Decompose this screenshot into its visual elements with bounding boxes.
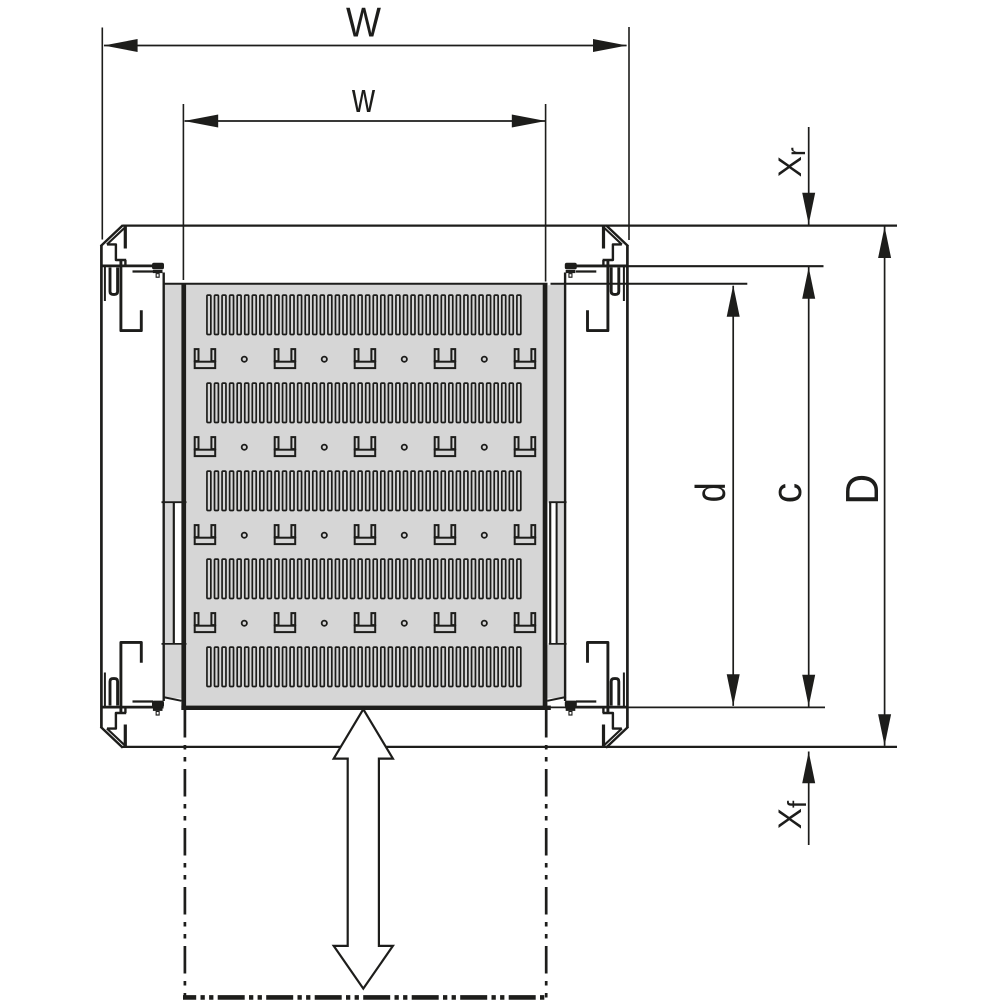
svg-text:d: d (687, 482, 734, 502)
svg-text:c: c (763, 483, 810, 504)
svg-text:W: W (346, 0, 381, 45)
svg-text:D: D (836, 474, 888, 505)
svg-text:w: w (351, 74, 375, 121)
